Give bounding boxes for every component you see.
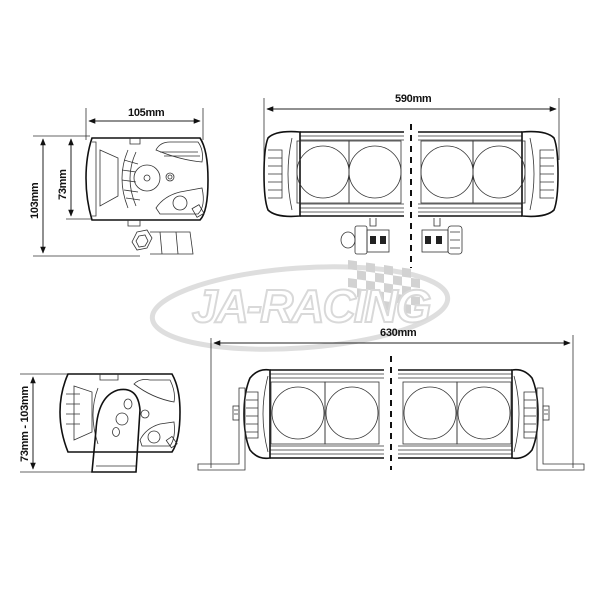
dim-housing-height-label: 73mm (57, 169, 69, 200)
watermark-brand: JA-RACING (192, 280, 431, 332)
side-view-top: 105mm 103mm 73mm (29, 107, 209, 257)
bottom-mount-right (421, 218, 463, 255)
dim-height-range-label: 73mm - 103mm (19, 386, 31, 462)
ja-racing-watermark: JA-RACING (149, 260, 451, 352)
dim-length-label: 590mm (395, 93, 432, 105)
checkered-flag-icon (348, 260, 420, 314)
side-view-bottom: 73mm - 103mm (19, 373, 181, 473)
side-bracket-left (197, 387, 246, 471)
dim-width-label: 105mm (128, 107, 165, 119)
dim-length-label-bottom: 630mm (380, 327, 417, 339)
bottom-mount-left (340, 218, 390, 255)
front-view-top: 590mm (263, 93, 560, 268)
dim-total-height-label: 103mm (29, 182, 41, 219)
front-view-bottom: 630mm (197, 327, 585, 471)
side-bracket-right (536, 387, 585, 471)
